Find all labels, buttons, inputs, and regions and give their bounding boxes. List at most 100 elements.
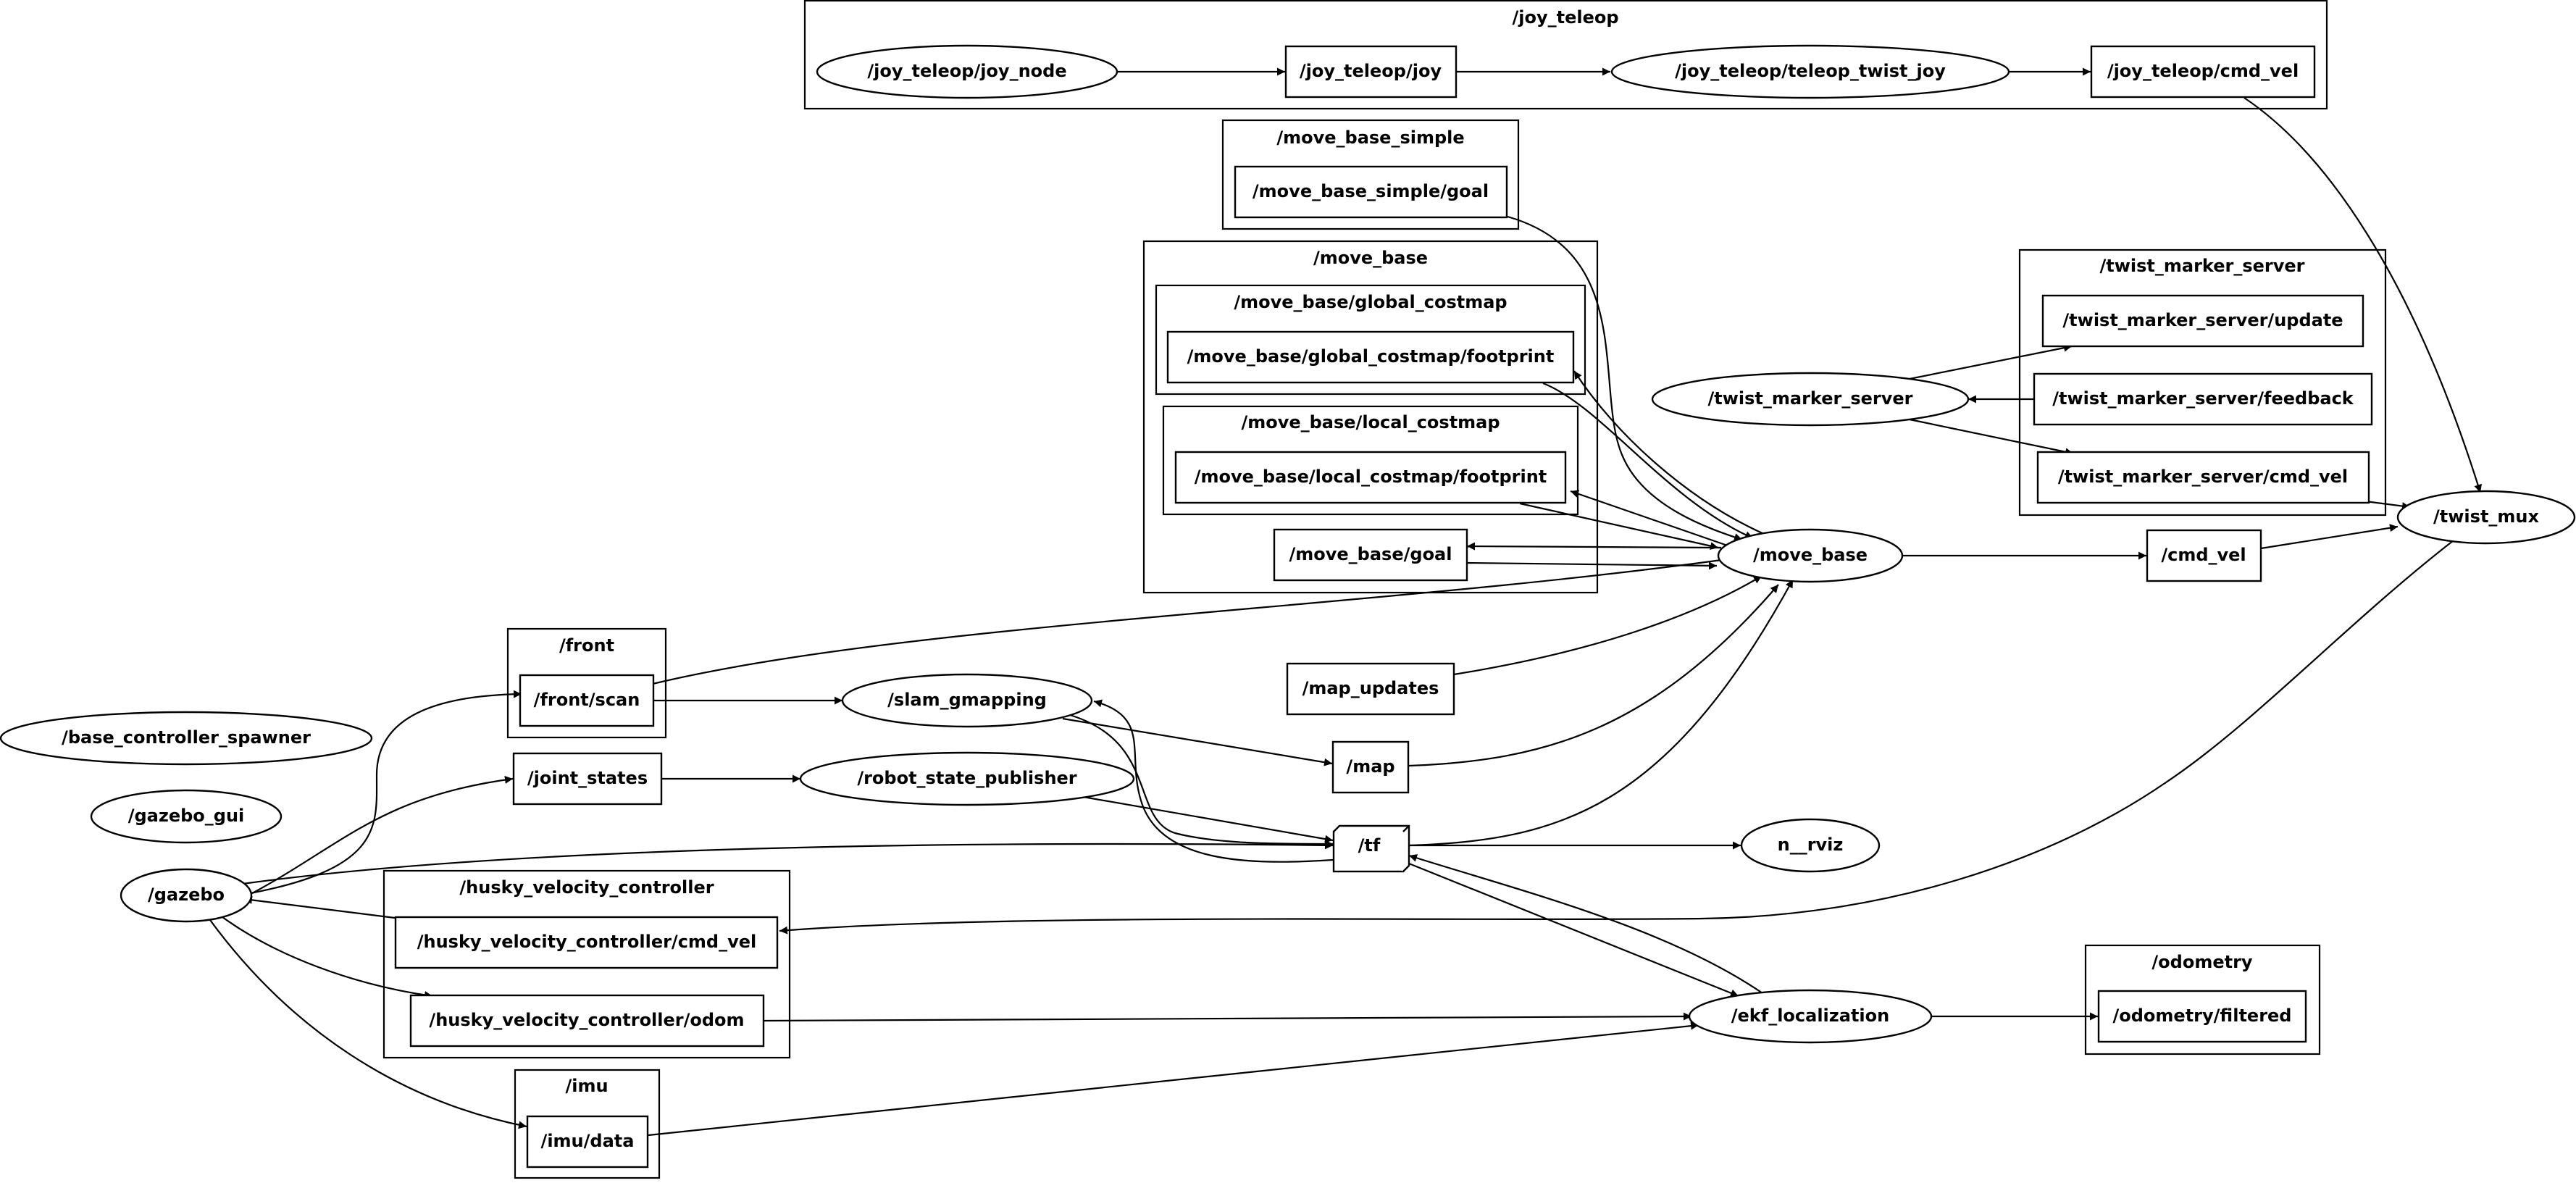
- topic-hvc-odom-label: /husky_velocity_controller/odom: [429, 1010, 744, 1030]
- cluster-husky-velocity-controller: /husky_velocity_controller: [382, 869, 791, 1059]
- edge-tf-to-ekf-localization: [1408, 862, 1739, 998]
- node-base-controller-spawner[interactable]: /base_controller_spawner: [0, 711, 373, 766]
- edge-global-footprint-to-move-base: [1542, 382, 1754, 540]
- topic-move-base-goal[interactable]: /move_base/goal: [1273, 528, 1468, 582]
- node-ekf-localization-shape: [1688, 989, 1933, 1044]
- topic-global-costmap-footprint[interactable]: /move_base/global_costmap/footprint: [1166, 330, 1575, 384]
- node-slam-gmapping-shape: [841, 673, 1093, 728]
- edge-ekf-localization-to-tf: [1408, 854, 1763, 994]
- topic-map-updates[interactable]: /map_updates: [1286, 662, 1455, 716]
- edge-map-updates-to-move-base: [1453, 575, 1762, 676]
- topic-map-label: /map: [1346, 756, 1394, 777]
- cluster-joy-teleop-frame: [803, 0, 2328, 110]
- edge-slam-gmapping-to-map: [1062, 717, 1333, 766]
- topic-imu-data-label: /imu/data: [541, 1131, 635, 1151]
- edge-move-base-to-move-base-goal: [1466, 542, 1722, 551]
- cluster-local-costmap-label: /move_base/local_costmap: [1241, 412, 1500, 432]
- topic-local-costmap-footprint[interactable]: /move_base/local_costmap/footprint: [1174, 451, 1567, 504]
- cluster-twist-marker-server-label: /twist_marker_server: [2099, 256, 2304, 276]
- cluster-move-base-simple-label: /move_base_simple: [1276, 128, 1464, 148]
- edge-cmd-vel-to-twist-mux: [2260, 524, 2399, 550]
- topic-odometry-filtered-label: /odometry/filtered: [2113, 1006, 2292, 1026]
- node-twist-marker-server[interactable]: /twist_marker_server: [1651, 372, 1970, 427]
- edge-map-to-move-base: [1408, 584, 1779, 767]
- node-joy-teleop-joy-node[interactable]: /joy_teleop/joy_node: [816, 44, 1118, 99]
- topic-imu-data-shape: [526, 1115, 649, 1169]
- edge-twist-marker-to-tms-update: [1909, 343, 2073, 380]
- topic-front-scan[interactable]: /front/scan: [519, 674, 655, 727]
- cluster-twist-marker-server-frame: [2018, 248, 2387, 517]
- cluster-move-base-frame: [1142, 240, 1599, 594]
- edge-gazebo-to-front-scan: [242, 690, 522, 896]
- topic-odometry-filtered-shape: [2097, 990, 2307, 1043]
- topic-twist-marker-server-update-shape: [2041, 294, 2364, 348]
- topic-global-costmap-footprint-label: /move_base/global_costmap/footprint: [1187, 346, 1555, 367]
- node-move-base[interactable]: /move_base: [1717, 528, 1904, 583]
- node-gazebo-gui-shape: [90, 789, 283, 844]
- cluster-global-costmap-label: /move_base/global_costmap: [1234, 292, 1507, 312]
- cluster-local-costmap-frame: [1162, 405, 1579, 516]
- topic-joy-teleop-joy-label: /joy_teleop/joy: [1300, 61, 1442, 81]
- node-joy-teleop-teleop-twist-joy[interactable]: /joy_teleop/teleop_twist_joy: [1610, 44, 2010, 99]
- topic-move-base-simple-goal-shape: [1234, 165, 1508, 219]
- edge-hvc-odom-to-ekf-localization: [763, 1012, 1692, 1022]
- node-slam-gmapping[interactable]: /slam_gmapping: [841, 673, 1093, 728]
- node-gazebo[interactable]: /gazebo: [120, 868, 253, 923]
- topic-joy-teleop-cmd-vel-shape: [2090, 45, 2316, 99]
- node-slam-gmapping-label: /slam_gmapping: [887, 690, 1047, 710]
- topic-cmd-vel-label: /cmd_vel: [2161, 545, 2246, 565]
- topic-hvc-odom-shape: [409, 994, 765, 1048]
- node-twist-mux[interactable]: /twist_mux: [2396, 490, 2576, 545]
- cluster-joy-teleop-label: /joy_teleop: [1512, 7, 1618, 28]
- topic-twist-marker-server-update[interactable]: /twist_marker_server/update: [2041, 294, 2364, 348]
- cluster-imu-label: /imu: [565, 1076, 608, 1096]
- topic-move-base-simple-goal[interactable]: /move_base_simple/goal: [1234, 165, 1508, 219]
- topic-tf[interactable]: /tf: [1332, 824, 1410, 873]
- node-joy-teleop-joy-node-label: /joy_teleop/joy_node: [867, 61, 1066, 81]
- node-twist-mux-label: /twist_mux: [2433, 506, 2539, 527]
- topic-local-costmap-footprint-label: /move_base/local_costmap/footprint: [1195, 467, 1547, 487]
- topic-cmd-vel[interactable]: /cmd_vel: [2146, 529, 2262, 582]
- topic-joint-states[interactable]: /joint_states: [512, 752, 663, 806]
- topic-move-base-goal-label: /move_base/goal: [1289, 544, 1452, 564]
- topic-hvc-cmd-vel[interactable]: /husky_velocity_controller/cmd_vel: [394, 916, 779, 969]
- node-robot-state-publisher[interactable]: /robot_state_publisher: [799, 751, 1135, 806]
- cluster-move-base: /move_base: [1142, 240, 1599, 594]
- topic-twist-marker-server-feedback-label: /twist_marker_server/feedback: [2052, 388, 2354, 409]
- topic-imu-data[interactable]: /imu/data: [526, 1115, 649, 1169]
- topic-joint-states-shape: [512, 752, 663, 806]
- topic-joy-teleop-joy[interactable]: /joy_teleop/joy: [1284, 45, 1458, 99]
- node-ekf-localization-label: /ekf_localization: [1731, 1006, 1889, 1026]
- topic-twist-marker-server-cmd-vel-label: /twist_marker_server/cmd_vel: [2058, 467, 2348, 487]
- topic-twist-marker-server-feedback[interactable]: /twist_marker_server/feedback: [2033, 372, 2373, 426]
- cluster-move-base-simple: /move_base_simple: [1221, 119, 1520, 230]
- topic-tf-label: /tf: [1358, 835, 1381, 856]
- graph-nodes: /joy_teleop/joy_node /joy_teleop/joy /jo…: [0, 44, 2576, 1169]
- cluster-odometry: /odometry: [2084, 944, 2321, 1055]
- topic-twist-marker-server-update-label: /twist_marker_server/update: [2062, 310, 2343, 330]
- cluster-move-base-simple-frame: [1221, 119, 1520, 230]
- topic-odometry-filtered[interactable]: /odometry/filtered: [2097, 990, 2307, 1043]
- topic-global-costmap-footprint-shape: [1166, 330, 1575, 384]
- cluster-front: /front: [506, 627, 667, 739]
- topic-joy-teleop-cmd-vel-label: /joy_teleop/cmd_vel: [2107, 61, 2299, 81]
- edge-joy-cmd-vel-to-twist-mux: [2243, 97, 2482, 493]
- cluster-odometry-frame: [2084, 944, 2321, 1055]
- topic-joy-teleop-cmd-vel[interactable]: /joy_teleop/cmd_vel: [2090, 45, 2316, 99]
- cluster-joy-teleop: /joy_teleop: [803, 0, 2328, 110]
- node-rviz[interactable]: n__rviz: [1740, 818, 1881, 873]
- topic-hvc-odom[interactable]: /husky_velocity_controller/odom: [409, 994, 765, 1048]
- topic-twist-marker-server-cmd-vel-shape: [2036, 451, 2370, 504]
- edge-tms-cmd-vel-to-twist-mux: [2364, 500, 2411, 511]
- node-ekf-localization[interactable]: /ekf_localization: [1688, 989, 1933, 1044]
- node-rviz-label: n__rviz: [1778, 835, 1844, 855]
- graph-edges: [209, 67, 2482, 1137]
- node-gazebo-gui[interactable]: /gazebo_gui: [90, 789, 283, 844]
- node-robot-state-publisher-label: /robot_state_publisher: [857, 768, 1076, 788]
- topic-twist-marker-server-cmd-vel[interactable]: /twist_marker_server/cmd_vel: [2036, 451, 2370, 504]
- topic-move-base-simple-goal-label: /move_base_simple/goal: [1253, 181, 1489, 201]
- topic-map[interactable]: /map: [1331, 740, 1410, 794]
- edge-move-base-simple-goal-to-move-base: [1507, 215, 1743, 541]
